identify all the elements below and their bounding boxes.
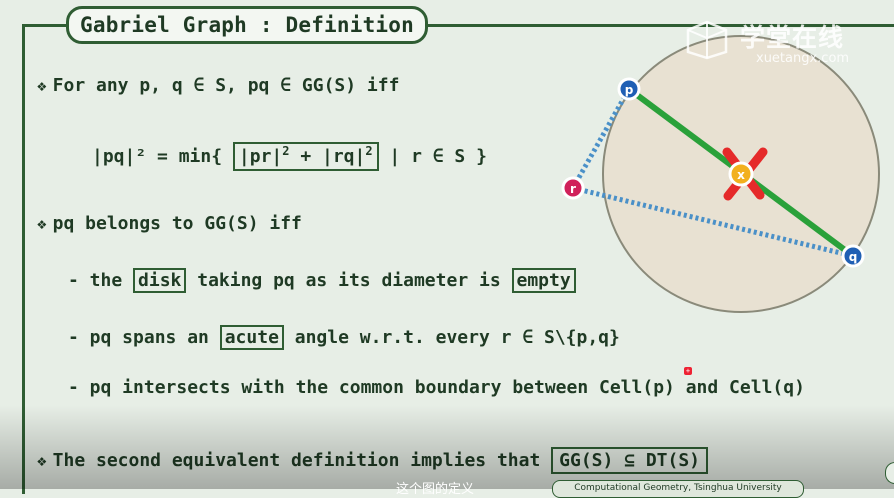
bullet-line-3: ❖ The second equivalent definition implie… bbox=[37, 447, 709, 474]
formula-rq: + |rq| bbox=[289, 146, 366, 167]
xuetangx-logo-icon bbox=[686, 20, 728, 60]
bullet-icon: ❖ bbox=[37, 76, 47, 95]
formula-right: | r ∈ S } bbox=[378, 146, 487, 167]
item-2-post: angle w.r.t. every r ∈ S\{p,q} bbox=[283, 327, 620, 348]
bullet-3-text: The second equivalent definition implies… bbox=[52, 450, 552, 471]
formula-sq-1: 2 bbox=[282, 144, 290, 158]
watermark-url: xuetangx.com bbox=[756, 51, 850, 66]
bullet-1-text: For any p, q ∈ S, pq ∈ GG(S) iff bbox=[52, 75, 400, 96]
video-subtitle: 这个图的定义 bbox=[396, 482, 475, 497]
slide-frame bbox=[22, 24, 894, 494]
item-2-acute-box: acute bbox=[219, 325, 284, 350]
formula-box: |pr|2 + |rq|2 bbox=[232, 142, 379, 171]
footer-banner: Computational Geometry, Tsinghua Univers… bbox=[552, 480, 804, 498]
laser-pointer-icon: + bbox=[684, 367, 692, 375]
definition-item-1: - the disk taking pq as its diameter is … bbox=[68, 268, 576, 293]
item-1-disk-box: disk bbox=[133, 268, 187, 293]
item-1-mid: taking pq as its diameter is bbox=[186, 270, 512, 291]
formula-left: |pq|² = min{ bbox=[92, 146, 223, 167]
bullet-line-1: ❖ For any p, q ∈ S, pq ∈ GG(S) iff bbox=[37, 75, 399, 96]
xuetangx-watermark: 学堂在线 xuetangx.com bbox=[684, 18, 849, 66]
bullet-line-2: ❖ pq belongs to GG(S) iff bbox=[37, 213, 302, 234]
item-1-pre: - the bbox=[68, 270, 134, 291]
formula-line: |pq|² = min{ |pr|2 + |rq|2 | r ∈ S } bbox=[92, 142, 487, 171]
item-1-empty-box: empty bbox=[511, 268, 576, 293]
bullet-2-text: pq belongs to GG(S) iff bbox=[52, 213, 302, 234]
definition-item-2: - pq spans an acute angle w.r.t. every r… bbox=[68, 325, 620, 350]
watermark-main-text: 学堂在线 bbox=[740, 23, 845, 52]
bullet-3-box: GG(S) ⊆ DT(S) bbox=[551, 447, 709, 474]
bullet-icon: ❖ bbox=[37, 214, 47, 233]
formula-sq-2: 2 bbox=[365, 144, 373, 158]
bullet-icon: ❖ bbox=[37, 451, 47, 470]
slide-title: Gabriel Graph : Definition bbox=[66, 6, 428, 44]
definition-item-3: - pq intersects with the common boundary… bbox=[68, 377, 805, 398]
item-2-pre: - pq spans an bbox=[68, 327, 220, 348]
formula-pr: |pr| bbox=[238, 146, 283, 167]
